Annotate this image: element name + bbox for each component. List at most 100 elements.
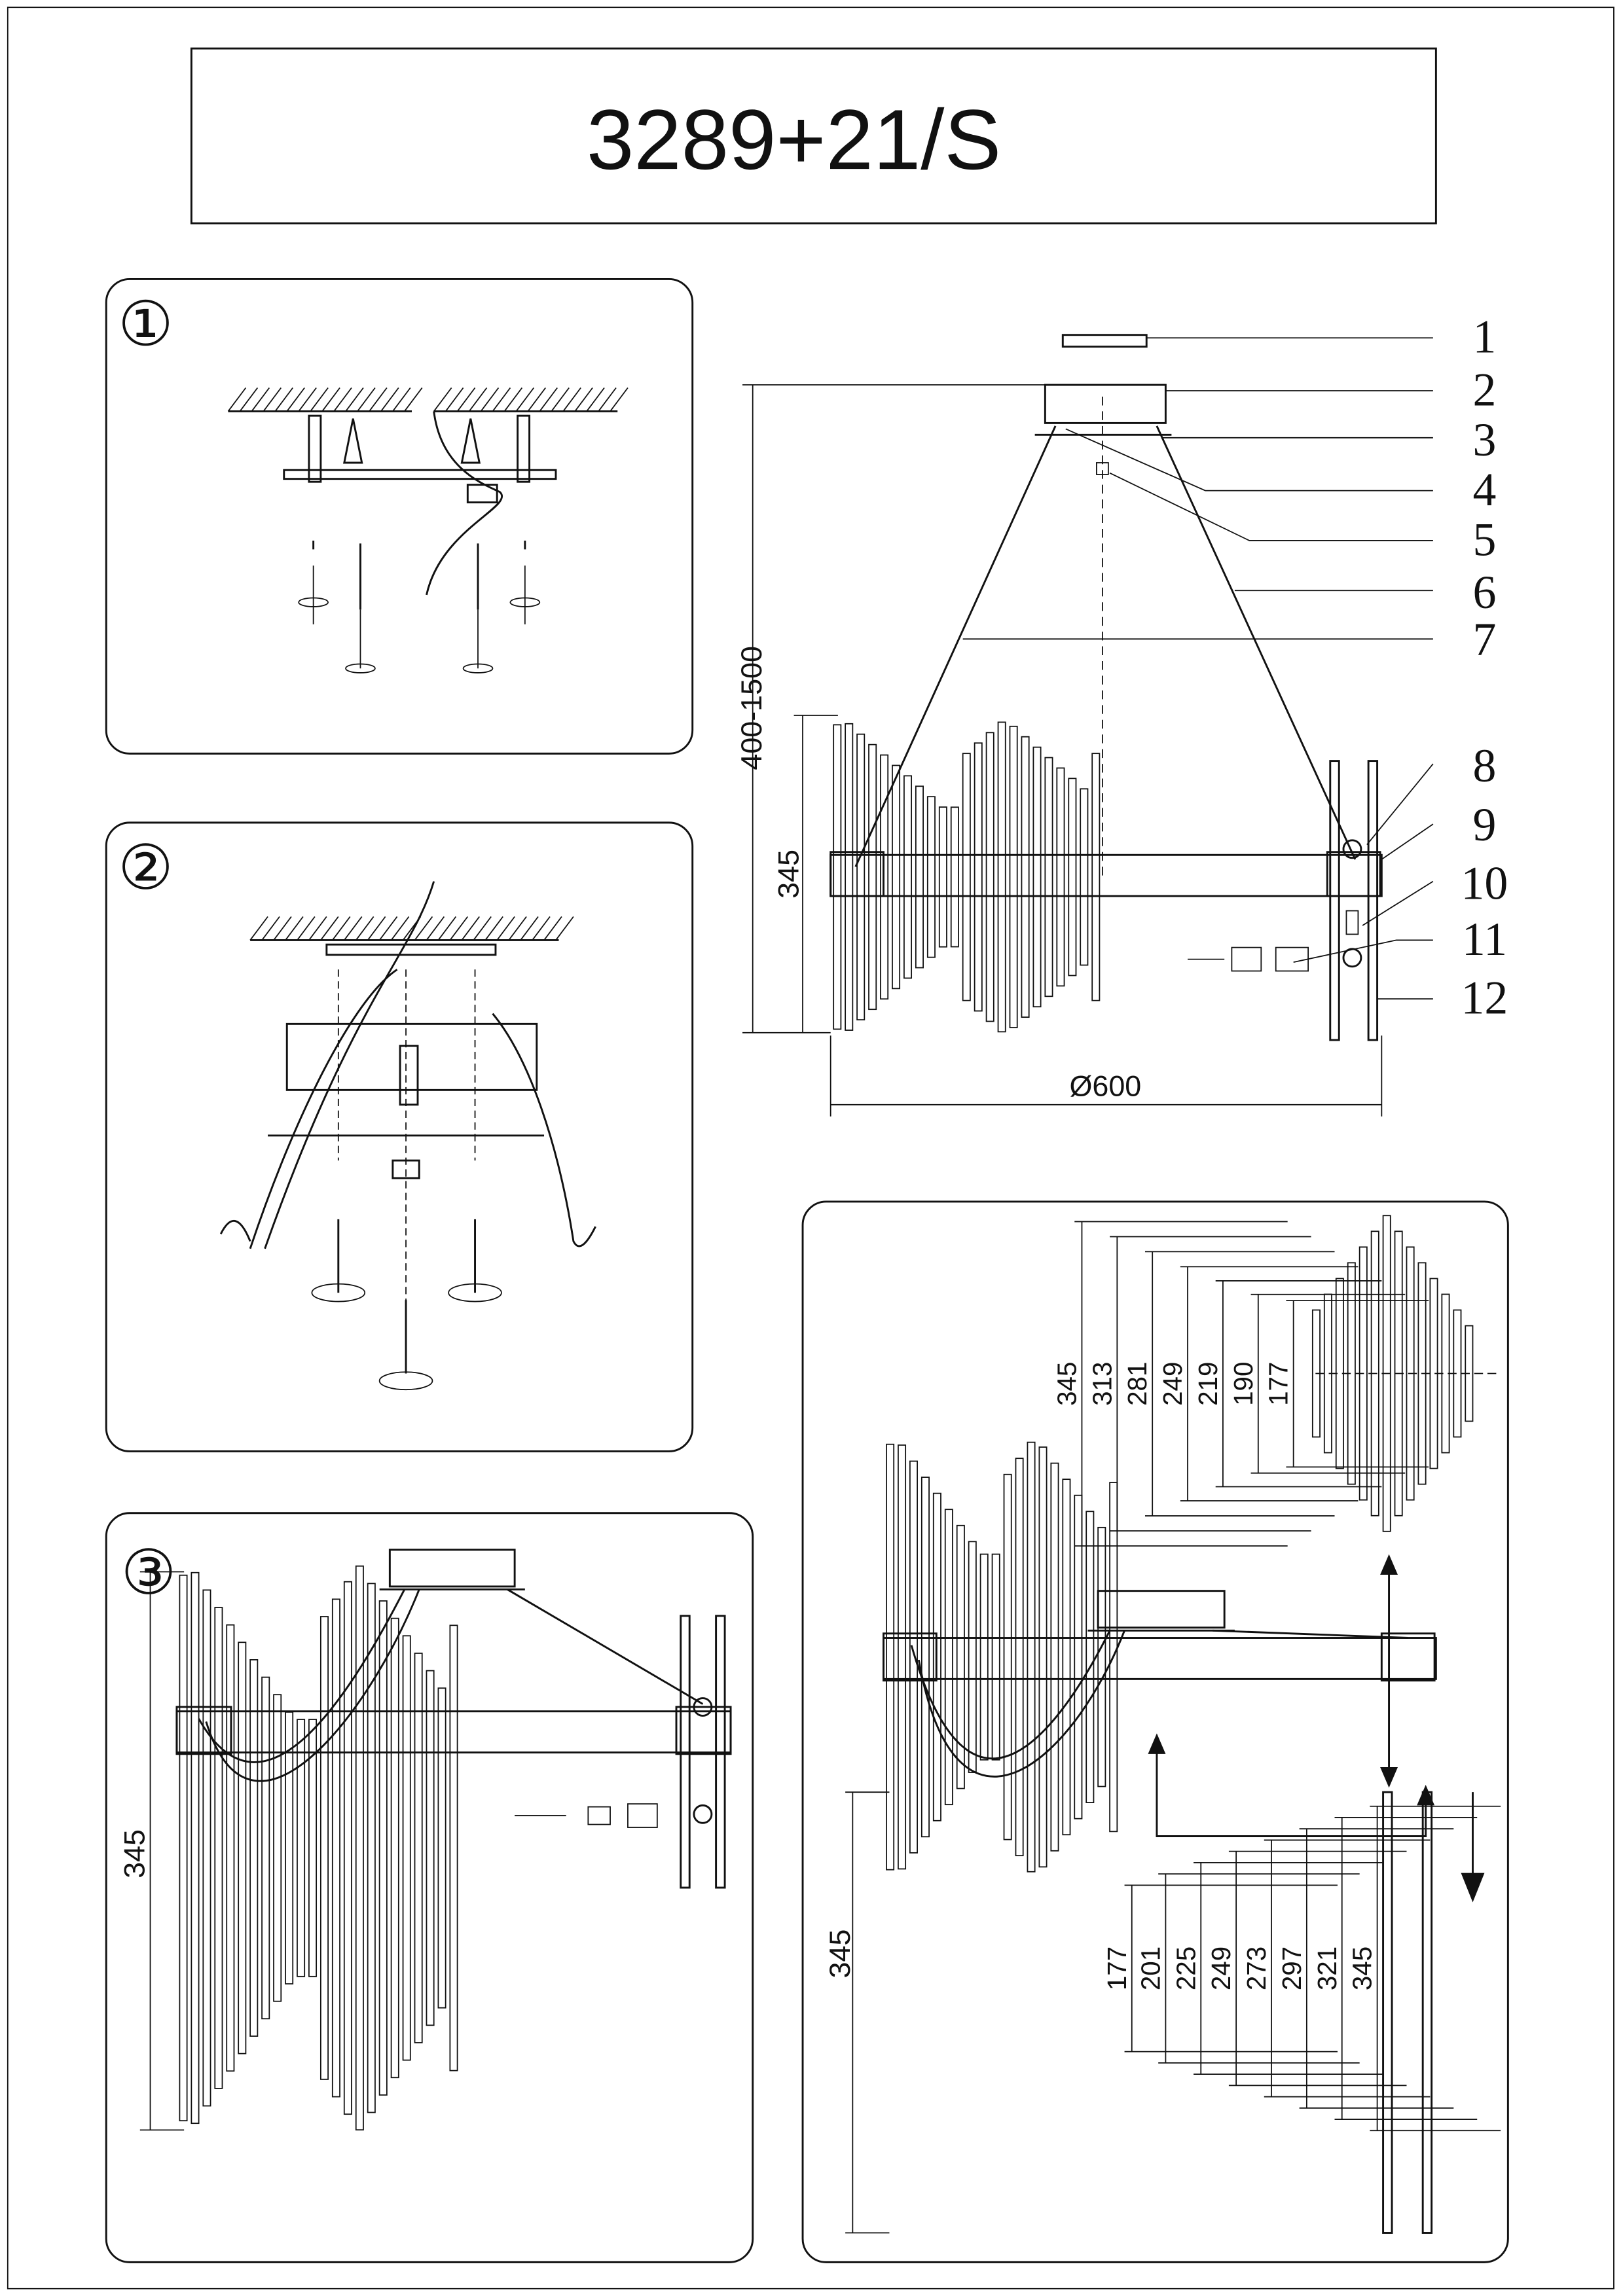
crystal-slat: [845, 723, 854, 1031]
part-number-3: 3: [1472, 414, 1496, 466]
crystal-slat: [226, 1624, 235, 2072]
ceiling-hatch: [473, 916, 492, 941]
ceiling-hatch: [286, 387, 305, 412]
crystal-slat: [1032, 746, 1042, 1008]
ceiling-hatch: [456, 387, 476, 412]
ceiling-hatch: [492, 387, 511, 412]
ceiling-hatch: [562, 387, 581, 412]
ceiling-hatch: [380, 387, 399, 412]
ceiling-hatch: [249, 916, 268, 941]
detail-bottom-dimension-label-201: 201: [1135, 1946, 1165, 1990]
crystal-slat: [985, 732, 994, 1022]
detail-bottom-height-label: 345: [823, 1929, 856, 1979]
crystal-slat: [1097, 1526, 1106, 1787]
detail-bottom-dimension-label-225: 225: [1171, 1946, 1201, 1990]
ceiling-hatch: [298, 387, 317, 412]
ceiling-hatch: [239, 387, 259, 412]
crystal-slat: [1044, 757, 1053, 997]
detail-bottom-dimension-label-297: 297: [1277, 1946, 1307, 1990]
crystal-slat: [932, 1492, 941, 1821]
detail-bottom-dimension-line: [1299, 1828, 1454, 2109]
product-code-title: 3289+21/S: [587, 92, 1001, 187]
crystal-slat: [903, 775, 913, 979]
ceiling-hatch: [551, 387, 570, 412]
ceiling-hatch: [433, 387, 452, 412]
ceiling-hatch: [345, 387, 364, 412]
crystal-slat: [921, 1477, 930, 1838]
ceiling-hatch: [321, 387, 340, 412]
crystal-slat: [974, 742, 983, 1012]
crystal-slat: [426, 1670, 435, 2026]
detail-top-dimension-label-177: 177: [1264, 1362, 1294, 1406]
ceiling-hatch: [333, 387, 352, 412]
ceiling-hatch: [449, 916, 469, 941]
step3-fixture: 345: [118, 1549, 732, 2131]
ceiling-hatch: [496, 916, 515, 941]
ceiling-hatch: [426, 916, 445, 941]
crystal-slat: [249, 1659, 259, 2037]
detail-bottom-dimension-label-273: 273: [1241, 1946, 1271, 1990]
crystal-slat: [968, 1541, 977, 1773]
ceiling-hatch: [273, 916, 292, 941]
detail-bottom-dimension-label-177: 177: [1102, 1946, 1132, 1990]
detail-bottom-dimension-label-321: 321: [1312, 1946, 1342, 1990]
crystal-slat: [926, 796, 936, 958]
crystal-slat: [390, 1617, 399, 2079]
crystal-slat: [962, 753, 971, 1001]
detail-top-dimension-label-345: 345: [1051, 1362, 1082, 1406]
part-number-5: 5: [1472, 513, 1496, 565]
ceiling-hatch: [378, 916, 398, 941]
crystal-slat: [343, 1581, 352, 2115]
detail-bottom-dimension-line: [1194, 1862, 1383, 2075]
crystal-slat: [898, 1444, 907, 1870]
crystal-slat: [402, 1635, 411, 2061]
crystal-slat: [297, 1719, 306, 1977]
ceiling-hatch: [367, 916, 386, 941]
crystal-slat: [1050, 1462, 1059, 1852]
crystal-slat: [308, 1719, 318, 1977]
ceiling-hatch: [310, 387, 329, 412]
ceiling-hatch: [480, 387, 500, 412]
ceiling-hatch: [520, 916, 539, 941]
ceiling-hatch: [369, 387, 388, 412]
crystal-slat: [1085, 1511, 1095, 1803]
ceiling-hatch: [574, 387, 593, 412]
crystal-slat: [1021, 736, 1030, 1018]
crystal-slat: [950, 806, 959, 948]
part-number-4: 4: [1472, 463, 1496, 516]
crystal-slat: [273, 1694, 282, 2002]
ceiling-hatch: [308, 916, 327, 941]
ceiling-hatch: [555, 916, 574, 941]
crystal-slat: [319, 1616, 329, 2080]
detail-top-dimension-line: [1286, 1300, 1429, 1468]
crystal-slat: [1027, 1441, 1036, 1873]
part-number-10: 10: [1461, 857, 1508, 910]
step2-panel: [105, 821, 694, 1452]
step3-height-label: 345: [118, 1829, 151, 1878]
step2-number: ②: [118, 834, 173, 903]
crystal-slat: [285, 1711, 294, 1984]
step3-panel: [105, 1512, 754, 2263]
part-number-2: 2: [1472, 363, 1496, 416]
ceiling-hatch: [344, 916, 363, 941]
crystal-slat: [1009, 725, 1018, 1028]
crystal-slat: [856, 733, 866, 1021]
ceiling-hatch: [320, 916, 339, 941]
ceiling-hatch: [598, 387, 617, 412]
height-label: 345: [771, 850, 805, 899]
ceiling-hatch: [543, 916, 562, 941]
detail-bottom-dimension-line: [1158, 1873, 1360, 2064]
crystal-slat: [214, 1607, 223, 2089]
dimension-detail-panel: [801, 1200, 1509, 2263]
part-number-1: 1: [1472, 311, 1496, 363]
crystal-slat: [378, 1600, 388, 2096]
crystal-slat: [449, 1624, 458, 2072]
detail-bottom-dimension-line: [1124, 1884, 1338, 2053]
crystal-slat: [991, 1553, 1000, 1761]
ceiling-hatch: [503, 387, 523, 412]
crystal-slat: [202, 1589, 211, 2107]
part-number-6: 6: [1472, 566, 1496, 619]
crystal-slat: [915, 785, 924, 969]
